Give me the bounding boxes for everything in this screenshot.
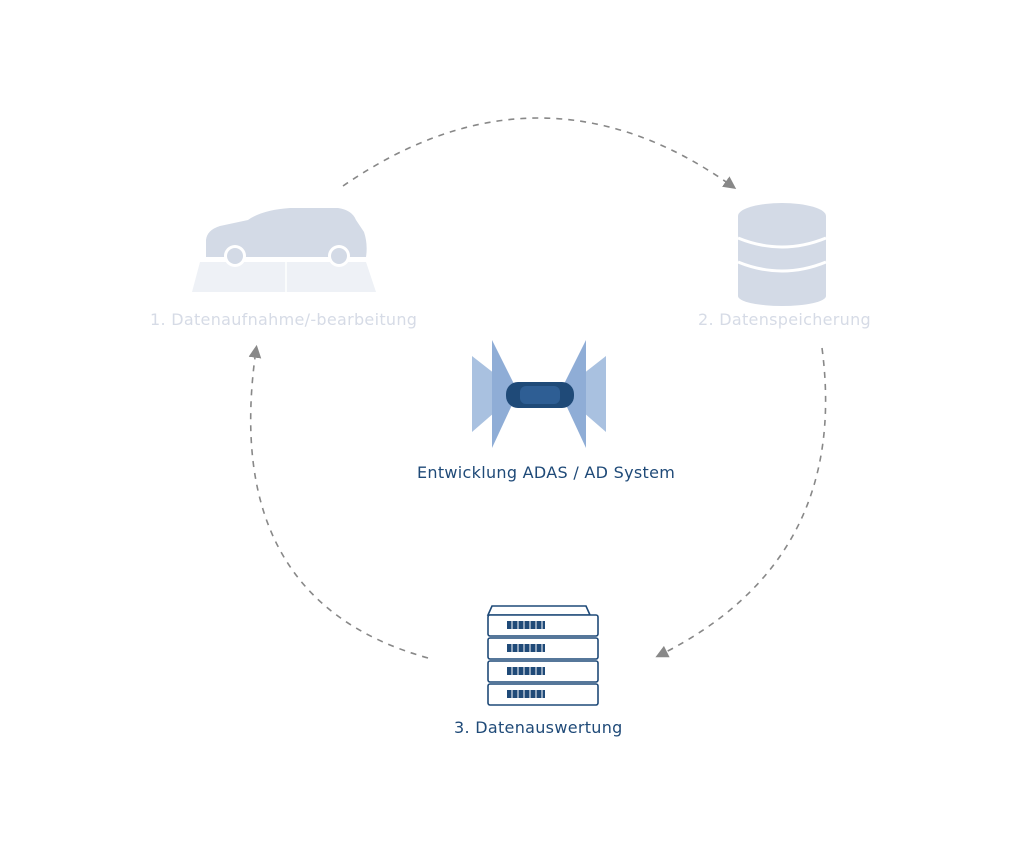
step2-label: 2. Datenspeicherung: [698, 310, 872, 329]
center-label: Entwicklung ADAS / AD System: [417, 463, 676, 482]
database-icon: [737, 203, 827, 306]
server-rack-icon: [486, 605, 599, 706]
car-sensor-fields-icon: [472, 340, 606, 448]
car-on-platform-icon: [192, 208, 376, 292]
arrow-step3-to-step1: [248, 344, 429, 659]
arrow-step1-to-step2: [342, 117, 737, 189]
arrow-step2-to-step3: [655, 347, 827, 658]
step1-label: 1. Datenaufnahme/-bearbeitung: [150, 310, 418, 329]
step3-label: 3. Datenauswertung: [454, 718, 623, 737]
